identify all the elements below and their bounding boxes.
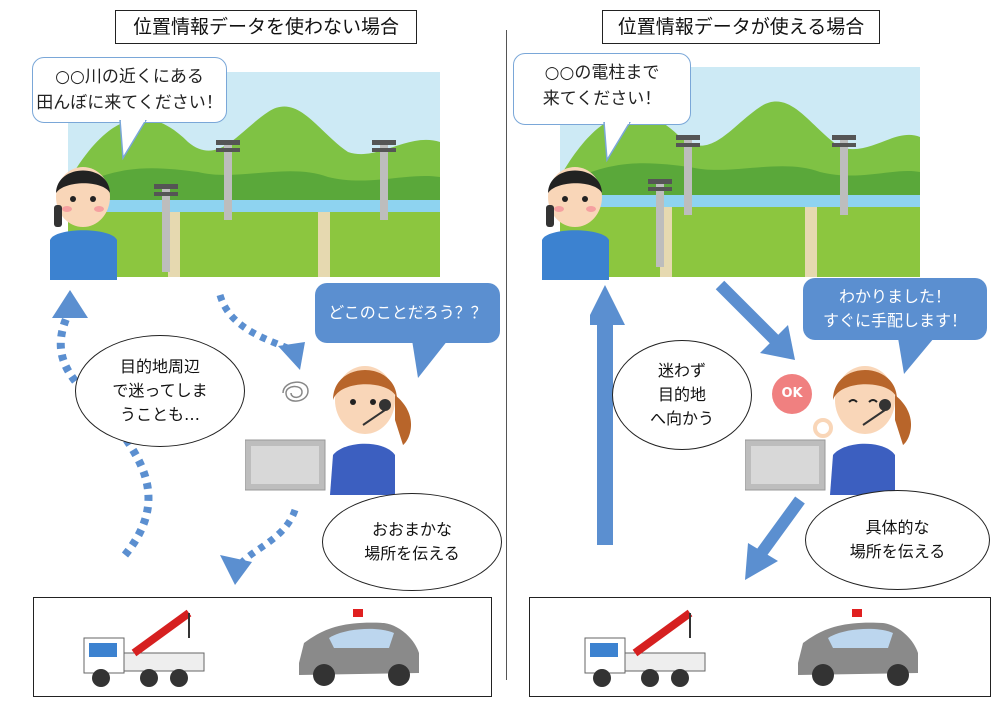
operator-person xyxy=(745,366,912,495)
left-operator-speech-bubble: どこのことだろう？？ xyxy=(315,283,500,343)
utility-pole xyxy=(372,140,396,220)
crane-truck-icon xyxy=(83,609,205,687)
left-caller-speech-bubble: ○○川の近くにある 田んぼに来てください！ xyxy=(32,57,227,123)
left-scene-illustration xyxy=(68,72,440,277)
vague-location-text: おおまかな 場所を伝える xyxy=(364,520,460,563)
utility-pole xyxy=(676,135,700,215)
utility-pole xyxy=(648,179,672,267)
right-panel-title: 位置情報データが使える場合 xyxy=(602,10,880,44)
right-scene-illustration xyxy=(560,67,920,277)
left-landscape xyxy=(68,72,440,277)
utility-pole xyxy=(832,135,856,215)
direct-route-speech-bubble: 迷わず 目的地 へ向かう xyxy=(612,340,752,450)
precise-location-speech-bubble: 具体的な 場所を伝える xyxy=(805,490,990,590)
bubble-tail xyxy=(119,120,147,160)
police-car-icon xyxy=(798,609,918,686)
lost-speech-text: 目的地周辺 で迷ってしま うことも… xyxy=(112,357,208,424)
utility-pole xyxy=(216,140,240,220)
right-route-arrows xyxy=(590,280,805,580)
lost-speech-bubble: 目的地周辺 で迷ってしま うことも… xyxy=(75,335,245,447)
crane-truck-icon xyxy=(584,609,706,687)
operator-person xyxy=(245,366,412,495)
bubble-tail xyxy=(603,122,631,162)
direct-route-text: 迷わず 目的地 へ向かう xyxy=(649,361,714,428)
left-vehicles-box xyxy=(33,597,492,697)
panel-divider xyxy=(506,30,507,680)
right-landscape xyxy=(560,67,920,277)
right-caller-speech-bubble: ○○の電柱まで 来てください！ xyxy=(513,53,691,125)
ok-badge: OK xyxy=(772,374,812,414)
police-car-icon xyxy=(299,609,419,686)
left-panel-title: 位置情報データを使わない場合 xyxy=(115,10,417,44)
bubble-tail xyxy=(412,340,448,378)
caller-person xyxy=(50,167,117,280)
precise-location-text: 具体的な 場所を伝える xyxy=(849,518,946,561)
vague-location-speech-bubble: おおまかな 場所を伝える xyxy=(322,493,502,591)
bubble-tail xyxy=(898,338,934,374)
right-vehicles-box xyxy=(529,597,991,697)
confused-scribble-icon xyxy=(282,381,309,402)
right-operator-speech-bubble: わかりました！ すぐに手配します！ xyxy=(803,278,987,340)
utility-pole xyxy=(154,184,178,272)
caller-person xyxy=(542,167,609,280)
